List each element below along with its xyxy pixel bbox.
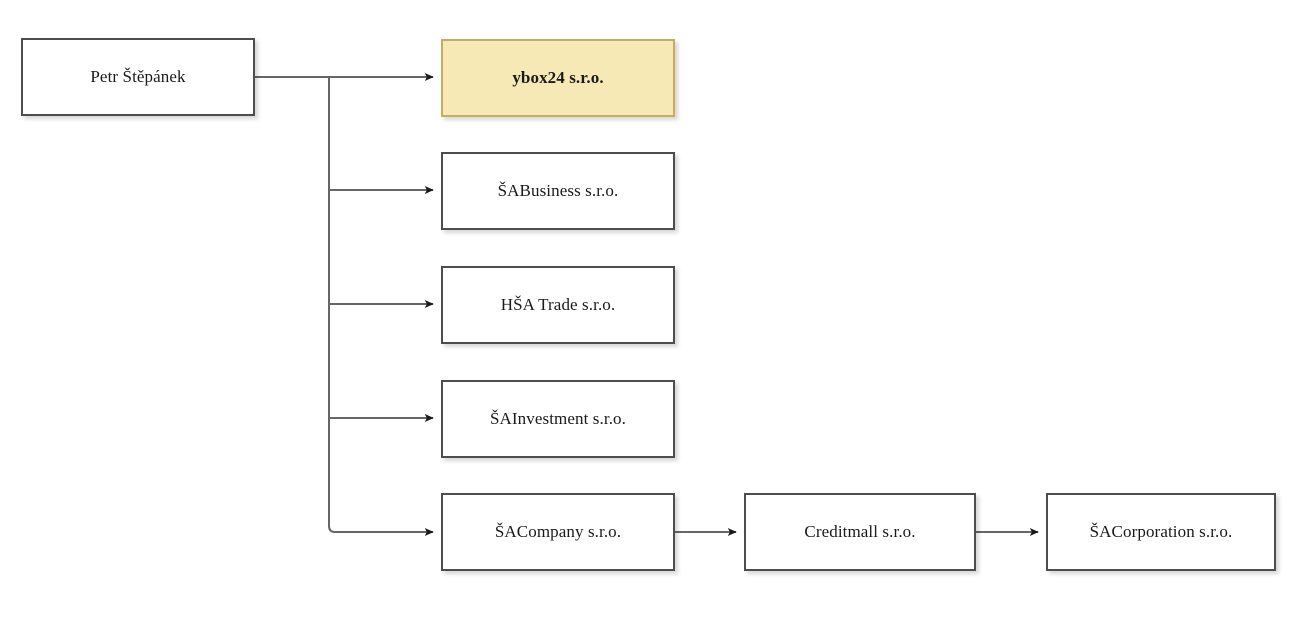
node-sainvestment[interactable]: ŠAInvestment s.r.o.	[441, 380, 675, 458]
node-sacorporation[interactable]: ŠACorporation s.r.o.	[1046, 493, 1276, 571]
node-label: ŠAInvestment s.r.o.	[489, 408, 626, 428]
node-label: Creditmall s.r.o.	[804, 521, 916, 541]
node-label: ŠACorporation s.r.o.	[1089, 521, 1233, 541]
edge-trunk-vertical	[255, 76, 420, 533]
node-sacompany[interactable]: ŠACompany s.r.o.	[441, 493, 675, 571]
node-label: ybox24 s.r.o.	[512, 67, 604, 87]
node-label: Petr Štěpánek	[90, 66, 186, 86]
node-creditmall[interactable]: Creditmall s.r.o.	[744, 493, 976, 571]
node-hsa-trade[interactable]: HŠA Trade s.r.o.	[441, 266, 675, 344]
node-label: ŠABusiness s.r.o.	[497, 180, 619, 200]
node-label: ŠACompany s.r.o.	[494, 521, 622, 541]
node-petr-stepanek[interactable]: Petr Štěpánek	[21, 38, 255, 116]
node-sabusiness[interactable]: ŠABusiness s.r.o.	[441, 152, 675, 230]
node-label: HŠA Trade s.r.o.	[500, 294, 616, 314]
node-ybox24[interactable]: ybox24 s.r.o.	[441, 39, 675, 117]
